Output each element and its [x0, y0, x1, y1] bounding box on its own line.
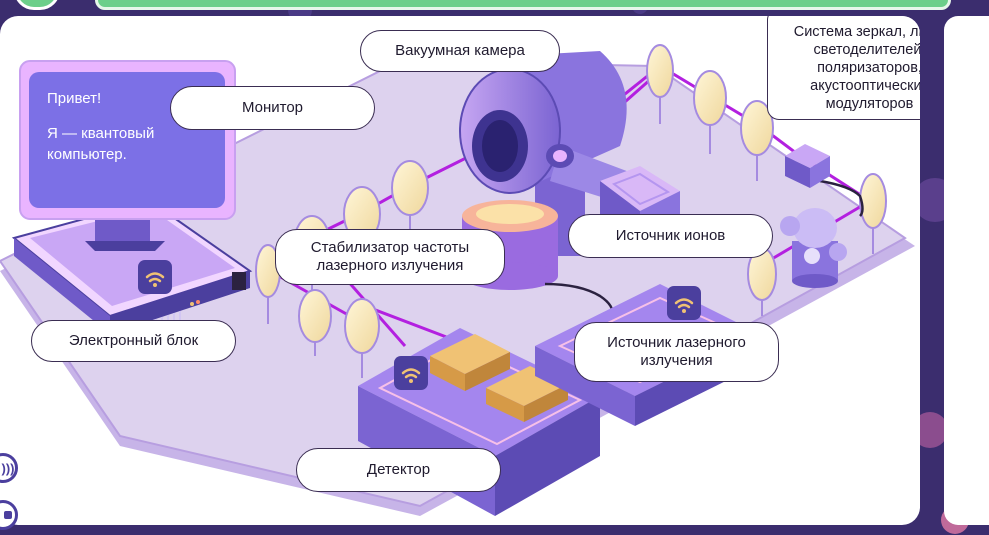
label-detector: Детектор [296, 448, 501, 492]
label-vacuum-chamber: Вакуумная камера [360, 30, 560, 72]
trap-apparatus [780, 208, 847, 288]
label-laser-source: Источник лазерного излучения [574, 322, 779, 382]
label-optics-system: Система зеркал, линз, светоделителей, по… [767, 16, 920, 120]
stop-icon [4, 511, 12, 519]
cable [819, 179, 864, 217]
label-electronic-unit: Электронный блок [31, 320, 236, 362]
electronic-unit-device [11, 199, 253, 334]
side-panel [944, 16, 989, 525]
label-ion-source: Источник ионов [568, 214, 773, 258]
vacuum-chamber [459, 51, 640, 256]
optical-modulator-device [785, 144, 830, 188]
label-monitor: Монитор [170, 86, 375, 130]
audio-icon: ))) [1, 460, 15, 476]
top-progress-bar [95, 0, 951, 10]
audio-button[interactable]: ))) [0, 453, 18, 483]
monitor-greeting: Привет! [47, 90, 102, 107]
stop-button[interactable] [0, 500, 18, 530]
wifi-icon [138, 260, 172, 294]
detector-chip [430, 334, 510, 391]
wifi-icon [394, 356, 428, 390]
scene-card: Привет! Я — квантовый компьютер. Монитор… [0, 16, 920, 525]
monitor-intro: Я — квантовый компьютер. [47, 125, 155, 163]
label-frequency-stabilizer: Стабилизатор частоты лазерного излучения [275, 229, 505, 285]
wifi-icon [667, 286, 701, 320]
